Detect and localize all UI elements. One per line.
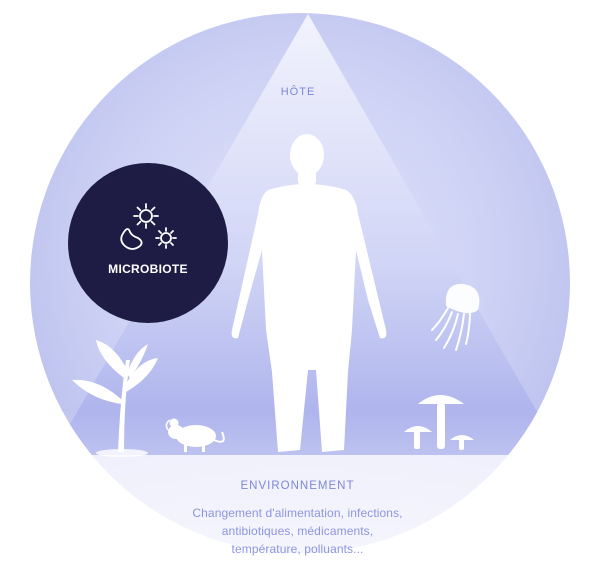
environment-description-line: antibiotiques, médicaments, xyxy=(0,524,595,538)
microbiota-circle xyxy=(68,163,228,323)
host-label: HÔTE xyxy=(208,86,388,98)
environment-title: ENVIRONNEMENT xyxy=(0,480,595,492)
environment-description-line: Changement d'alimentation, infections, xyxy=(0,506,595,520)
environment-description-line: température, polluants... xyxy=(0,542,595,556)
microbiota-label: MICROBIOTE xyxy=(68,262,228,276)
